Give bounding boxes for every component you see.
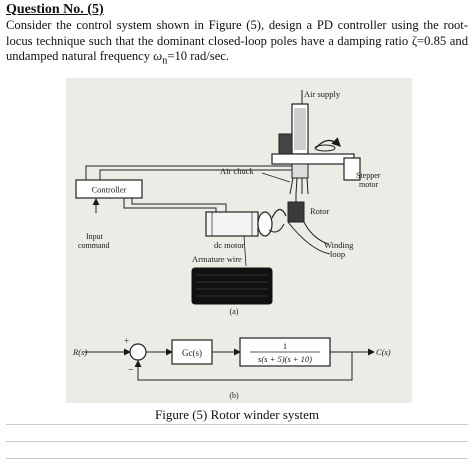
answer-line xyxy=(6,424,468,425)
question-line-2: locus technique such that the dominant c… xyxy=(6,33,468,48)
omega-subscript: n xyxy=(162,55,168,67)
figure-drawing: Air supply Stepper motor Air chuck Rotor… xyxy=(72,89,391,400)
figure-rotor-winder: Air supply Stepper motor Air chuck Rotor… xyxy=(66,78,412,403)
question-text: Consider the control system shown in Fig… xyxy=(6,18,468,69)
question-line-1: Consider the control system shown in Fig… xyxy=(6,18,468,32)
block-diagram xyxy=(84,337,375,381)
winding-loop xyxy=(243,221,331,267)
minus-sign: − xyxy=(128,365,134,376)
input-command-label-2: command xyxy=(78,241,110,250)
winding-loop-label-2: loop xyxy=(330,249,345,259)
stepper-motor-label-2: motor xyxy=(359,180,378,189)
answer-line xyxy=(6,458,468,459)
dc-motor-label: dc motor xyxy=(214,240,245,250)
armature-wire-label: Armature wire xyxy=(192,254,242,264)
figure-caption: Figure (5) Rotor winder system xyxy=(155,407,319,422)
stepper-motor-label-1: Stepper xyxy=(356,171,381,180)
plus-sign: + xyxy=(124,336,129,346)
output-c-label: C(s) xyxy=(376,347,391,357)
input-command-label-1: Input xyxy=(86,232,104,241)
armature-wire-spool xyxy=(191,267,273,305)
controller-block xyxy=(171,339,213,365)
stepper-motor-icon xyxy=(314,137,361,181)
winding-loop-label-1: Winding xyxy=(324,240,354,250)
summing-junction xyxy=(129,343,147,361)
rotor xyxy=(287,194,305,223)
question-title: Question No. (5) xyxy=(6,2,104,17)
dc-motor xyxy=(205,208,287,237)
rotor-label: Rotor xyxy=(310,206,330,216)
sub-label-b: (b) xyxy=(229,391,239,400)
controller-label: Controller xyxy=(92,185,127,195)
air-supply-label: Air supply xyxy=(304,89,341,99)
controller-block-label: Gc(s) xyxy=(182,348,202,358)
air-supply-unit xyxy=(271,90,355,165)
controller-box xyxy=(75,179,143,199)
air-chuck xyxy=(261,163,309,195)
plant-denominator: s(s + 5)(s + 10) xyxy=(258,354,312,364)
plant-numerator: 1 xyxy=(283,341,287,351)
signal-wires xyxy=(85,165,292,213)
sub-label-a: (a) xyxy=(230,307,239,316)
input-r-label: R(s) xyxy=(72,347,87,357)
omega-symbol: ω xyxy=(153,49,163,63)
air-chuck-label: Air chuck xyxy=(220,166,255,176)
answer-line xyxy=(6,441,468,442)
question-line-3: undamped natural frequency ωn=10 rad/sec… xyxy=(6,49,230,67)
